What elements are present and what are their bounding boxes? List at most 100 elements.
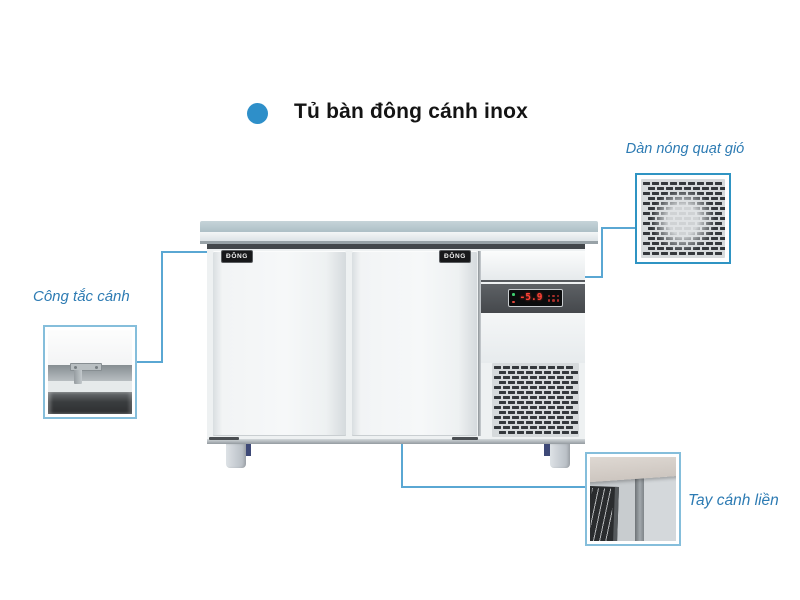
grille-slot — [521, 366, 528, 369]
grille-slot — [499, 431, 506, 434]
grille-slot — [508, 431, 515, 434]
grille-slot — [548, 396, 555, 399]
grille-slot — [503, 376, 510, 379]
grille-slot — [530, 406, 537, 409]
freezer-door-right — [352, 251, 477, 436]
grille-slot — [566, 396, 573, 399]
grille-slot — [535, 411, 542, 414]
grille-slot — [503, 396, 510, 399]
grille-slot — [499, 381, 506, 384]
led-red-icon — [512, 300, 515, 303]
grille-slot — [562, 391, 569, 394]
grille-slot — [548, 376, 555, 379]
grille-slot — [553, 391, 560, 394]
grille-slot — [526, 431, 533, 434]
grille-slot — [566, 376, 573, 379]
grille-slot — [512, 376, 519, 379]
foot-bracket-right — [544, 444, 552, 456]
grille-slot — [512, 416, 519, 419]
compressor-section-divider — [478, 251, 481, 436]
grille-slot — [494, 366, 501, 369]
grille-slot — [548, 416, 555, 419]
connector-handle-horizontal — [401, 486, 587, 488]
condenser-grille — [492, 363, 579, 437]
grille-slot — [517, 401, 524, 404]
display-button-icon — [547, 299, 550, 302]
page-title: Tủ bàn đông cánh inox — [294, 100, 529, 123]
brand-badge-left: ĐÔNG — [221, 250, 253, 263]
grille-slot — [539, 366, 546, 369]
grille-slot — [566, 416, 573, 419]
grille-slot — [557, 376, 564, 379]
freezer-bottom-trim — [207, 439, 585, 444]
grille-slot — [571, 401, 578, 404]
callout-box-handle — [585, 452, 681, 546]
grille-slot-row — [494, 376, 577, 379]
grille-slot — [494, 376, 501, 379]
grille-slot-row — [499, 401, 578, 404]
callout-box-door-switch — [43, 325, 137, 419]
grille-slot-row — [499, 431, 578, 434]
switch-detail-frame — [48, 381, 132, 393]
callout-label-condenser: Dàn nóng quạt gió — [625, 141, 745, 157]
callout-label-door-switch: Công tắc cánh — [33, 288, 130, 305]
grille-slot-row — [499, 411, 578, 414]
grille-slot — [512, 426, 519, 429]
display-button-icon — [556, 299, 559, 302]
grille-slot — [530, 386, 537, 389]
freezer-top-trim — [207, 244, 585, 249]
handle-detail-interior — [590, 485, 620, 541]
grille-slot — [535, 371, 542, 374]
grille-slot-row — [494, 396, 577, 399]
display-buttons — [547, 294, 559, 302]
grille-slot — [530, 416, 537, 419]
screw-icon — [73, 365, 77, 369]
grille-slot — [530, 396, 537, 399]
grille-slot — [503, 426, 510, 429]
grille-slot — [512, 406, 519, 409]
grille-slot — [494, 416, 501, 419]
grille-slot — [499, 401, 506, 404]
grille-slot — [544, 411, 551, 414]
grille-slot-row — [499, 391, 578, 394]
grille-slot — [539, 396, 546, 399]
grille-slot — [566, 406, 573, 409]
grille-slot-row — [494, 386, 577, 389]
grille-slot — [548, 386, 555, 389]
grille-slot — [494, 406, 501, 409]
grille-slot — [521, 416, 528, 419]
display-status-leds — [512, 293, 515, 303]
grille-slot — [539, 386, 546, 389]
freezer-door-left — [213, 251, 346, 436]
grille-slot — [544, 421, 551, 424]
grille-slot — [503, 416, 510, 419]
connector-switch-vertical — [161, 251, 163, 363]
grille-slot — [499, 371, 506, 374]
callout-label-handle: Tay cánh liền — [688, 492, 779, 509]
grille-slot — [553, 381, 560, 384]
temperature-value: -5.9 — [519, 292, 543, 304]
grille-slot — [530, 366, 537, 369]
grille-slot — [508, 381, 515, 384]
grille-slot — [535, 401, 542, 404]
connector-switch-top — [163, 251, 207, 253]
grille-slot — [544, 371, 551, 374]
grille-slot — [526, 421, 533, 424]
grille-slot — [517, 431, 524, 434]
connector-condenser-top — [601, 227, 635, 229]
grille-slot — [526, 371, 533, 374]
temperature-display: -5.9 — [508, 289, 563, 307]
grille-slot-row — [494, 366, 577, 369]
grille-slot — [535, 381, 542, 384]
grille-slot — [499, 411, 506, 414]
led-green-icon — [512, 293, 515, 296]
grille-slot — [494, 426, 501, 429]
grille-slot — [571, 421, 578, 424]
grille-slot — [503, 366, 510, 369]
grille-slot — [512, 386, 519, 389]
grille-slot — [557, 426, 564, 429]
grille-slot — [553, 411, 560, 414]
grille-slot — [571, 381, 578, 384]
grille-slot — [557, 396, 564, 399]
grille-slot — [566, 366, 573, 369]
